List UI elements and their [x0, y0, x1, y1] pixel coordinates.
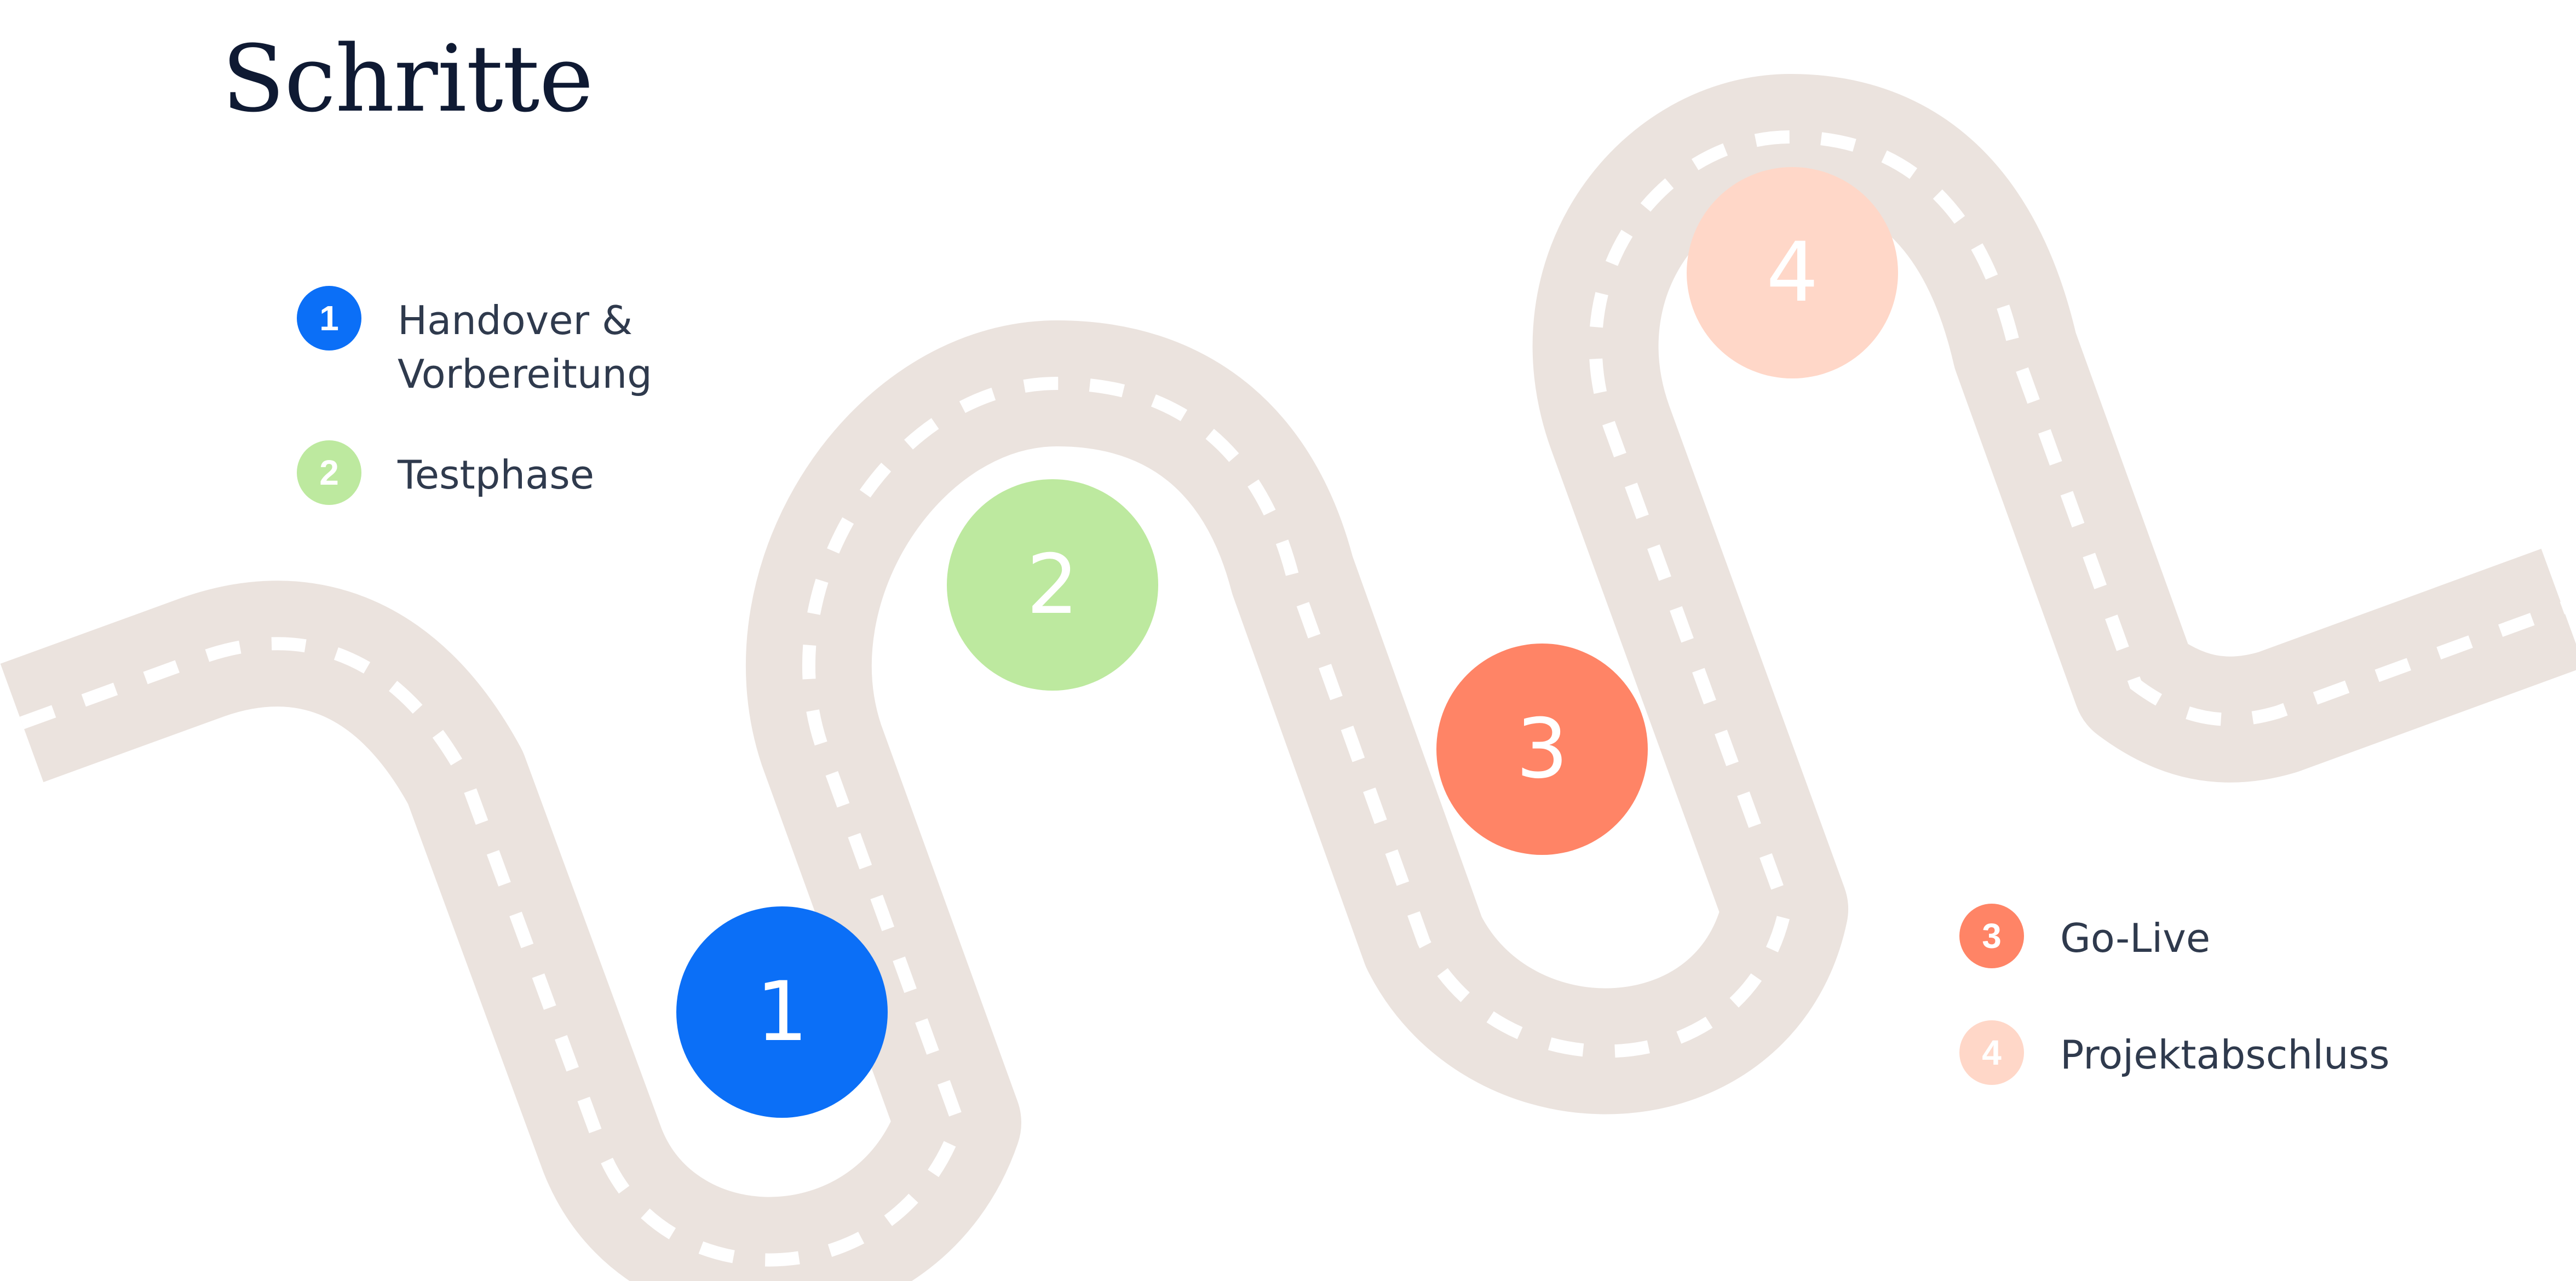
legend-dot-2-number: 2 [319, 453, 339, 492]
legend-dot-3: 3 [1959, 904, 2024, 968]
road-marker-1-circle [676, 906, 888, 1118]
road-marker-4-circle [1687, 167, 1898, 378]
legend-dot-4-number: 4 [1982, 1033, 2002, 1072]
road-marker-1-number: 1 [756, 964, 808, 1060]
road-marker-3: 3 [1436, 644, 1648, 855]
legend-label-1: Handover & Vorbereitung [398, 297, 652, 397]
legend-label-4: Projektabschluss [2060, 1032, 2390, 1078]
road-marker-2-circle [947, 479, 1158, 691]
road-marker-3-circle [1436, 644, 1648, 855]
legend-dot-3-number: 3 [1982, 916, 2002, 956]
legend-label-3: Go-Live [2060, 915, 2211, 961]
legend-dot-4: 4 [1959, 1020, 2024, 1085]
legend-dot-2: 2 [297, 440, 361, 505]
legend-label-2: Testphase [398, 452, 595, 498]
legend-dot-1-number: 1 [319, 298, 339, 338]
page-title: Schritte [222, 25, 594, 133]
legend-right: 3 Go-Live 4 Projektabschluss [1959, 904, 2390, 1085]
legend-item-3: 3 Go-Live [1959, 904, 2345, 968]
legend-left: 1 Handover & Vorbereitung 2 Testphase [297, 286, 682, 505]
road-marker-4: 4 [1687, 167, 1898, 378]
legend-item-4: 4 Projektabschluss [1959, 1020, 2390, 1085]
legend-item-2: 2 Testphase [297, 440, 682, 505]
legend-item-1: 1 Handover & Vorbereitung [297, 286, 682, 401]
road-surface [0, 74, 2576, 1281]
road-marker-1: 1 [676, 906, 888, 1118]
road-marker-2: 2 [947, 479, 1158, 691]
road-marker-4-number: 4 [1766, 225, 1818, 320]
road-marker-3-number: 3 [1516, 702, 1568, 797]
road-marker-2-number: 2 [1026, 537, 1078, 633]
legend-dot-1: 1 [297, 286, 361, 351]
